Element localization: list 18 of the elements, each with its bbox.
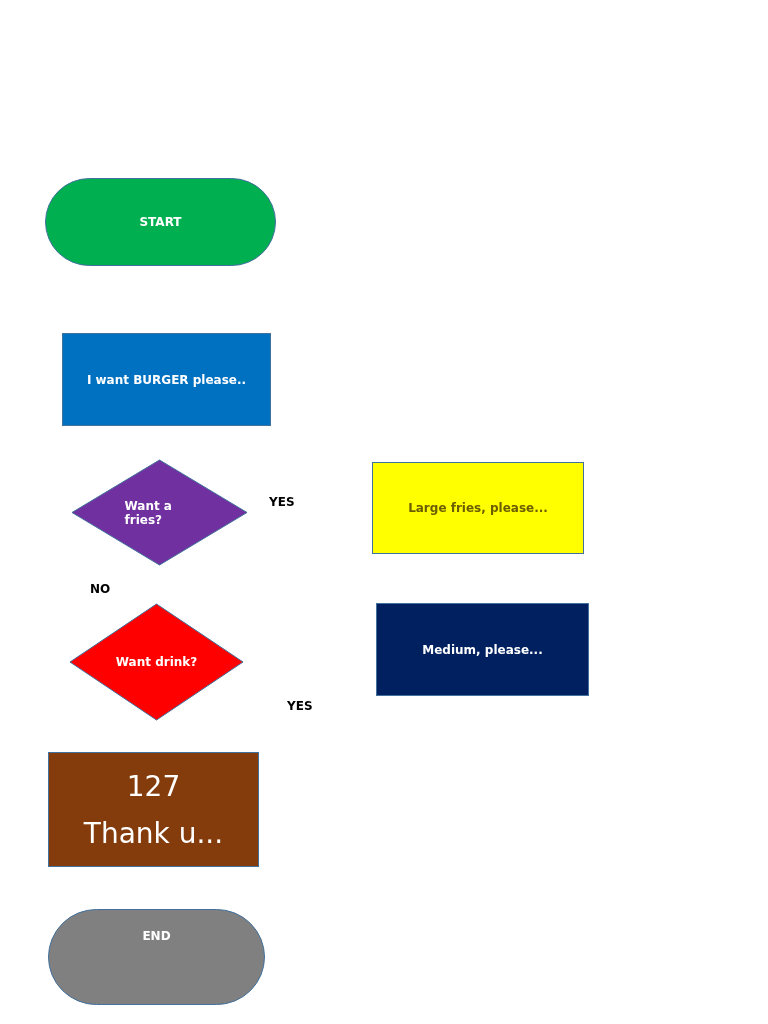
process-box (372, 462, 584, 554)
decision-diamond (71, 459, 248, 566)
branch-label: YES (269, 495, 295, 509)
branch-label: NO (90, 582, 111, 596)
process-box (62, 333, 271, 426)
node-label: I want BURGER please.. (86, 372, 247, 387)
node-label: Medium, please... (422, 642, 543, 657)
process-box (376, 603, 589, 696)
node-label: Want drink? (115, 655, 198, 669)
process-box (48, 752, 259, 867)
node-label: Large fries, please... (408, 501, 548, 515)
node-label: 127 (126, 769, 181, 803)
node-label: Thank u... (83, 816, 224, 850)
node-label: START (139, 215, 182, 229)
decision-diamond (69, 603, 244, 721)
node-label: END (142, 929, 171, 943)
node-label: Want a fries? (124, 498, 173, 527)
branch-label: YES (287, 699, 313, 713)
